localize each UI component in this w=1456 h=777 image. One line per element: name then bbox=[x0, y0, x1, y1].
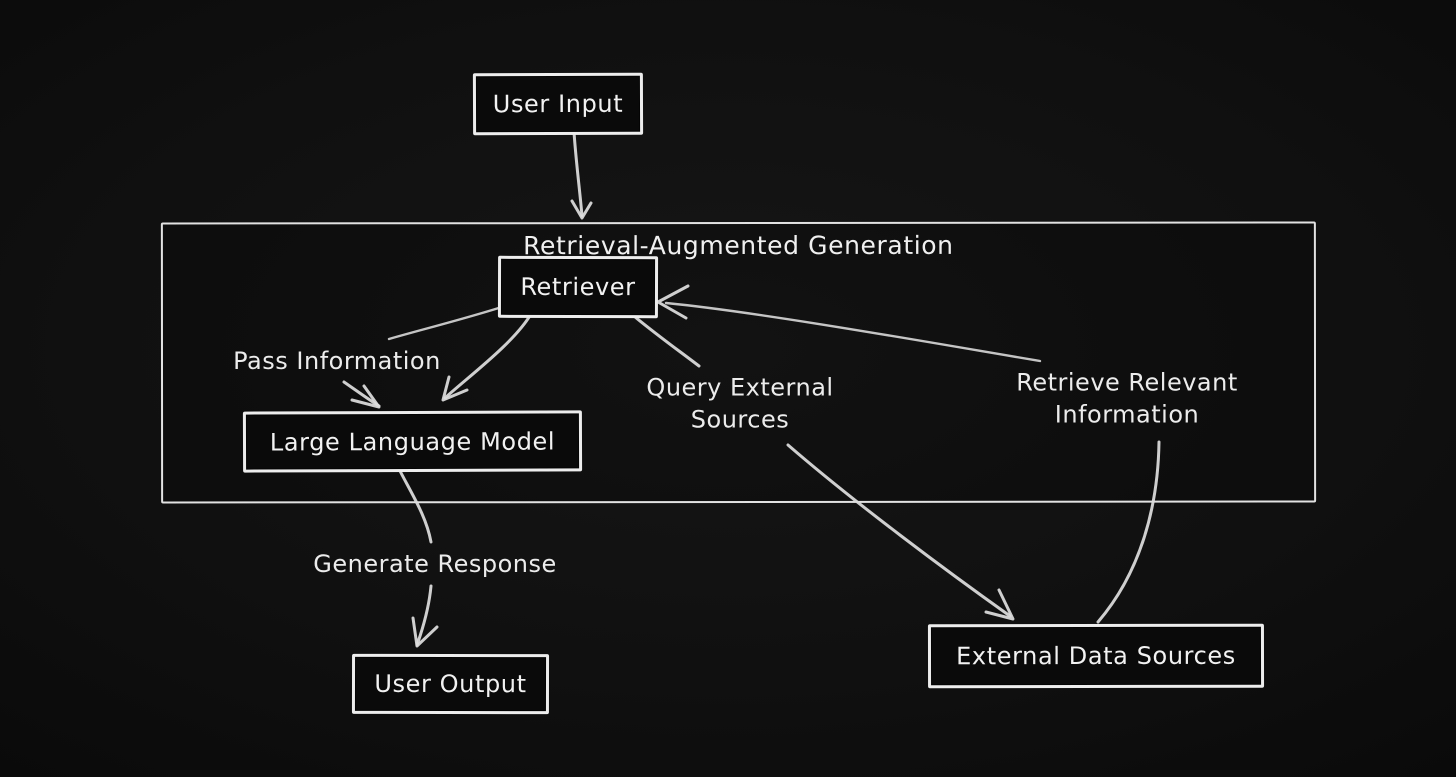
edge-label-generate-response: Generate Response bbox=[313, 548, 556, 580]
node-retriever: Retriever bbox=[497, 255, 659, 319]
node-large-language-model-label: Large Language Model bbox=[269, 427, 556, 456]
node-user-input: User Input bbox=[472, 72, 644, 136]
node-user-output-label: User Output bbox=[374, 669, 527, 699]
edge-label-pass-information: Pass Information bbox=[233, 345, 441, 377]
node-user-output: User Output bbox=[351, 653, 550, 715]
node-external-data-sources: External Data Sources bbox=[927, 623, 1265, 689]
edge-label-pass-information-text: Pass Information bbox=[233, 346, 441, 375]
edge-label-query-external-sources: Query External Sources bbox=[646, 372, 833, 437]
edge-label-query-external-sources-line1: Query External bbox=[646, 373, 834, 402]
arrow-external-data-sources-to-retriever bbox=[656, 284, 1161, 624]
arrow-retriever-to-external-data-sources bbox=[626, 309, 1015, 621]
edge-label-retrieve-relevant-information: Retrieve Relevant Information bbox=[1016, 367, 1238, 432]
edge-label-retrieve-relevant-information-line2: Information bbox=[1054, 401, 1200, 429]
arrow-user-input-to-retriever bbox=[570, 130, 593, 220]
node-external-data-sources-label: External Data Sources bbox=[956, 641, 1236, 671]
node-user-input-label: User Input bbox=[492, 89, 624, 119]
arrow-retriever-to-llm-pass-information bbox=[342, 304, 507, 409]
edge-label-generate-response-text: Generate Response bbox=[313, 549, 557, 578]
node-large-language-model: Large Language Model bbox=[242, 410, 583, 473]
edge-label-query-external-sources-line2: Sources bbox=[690, 406, 790, 434]
arrow-llm-to-user-output bbox=[396, 465, 439, 648]
arrow-retriever-to-llm bbox=[441, 312, 533, 402]
edge-label-retrieve-relevant-information-line1: Retrieve Relevant bbox=[1016, 368, 1238, 397]
node-retriever-label: Retriever bbox=[520, 272, 636, 302]
